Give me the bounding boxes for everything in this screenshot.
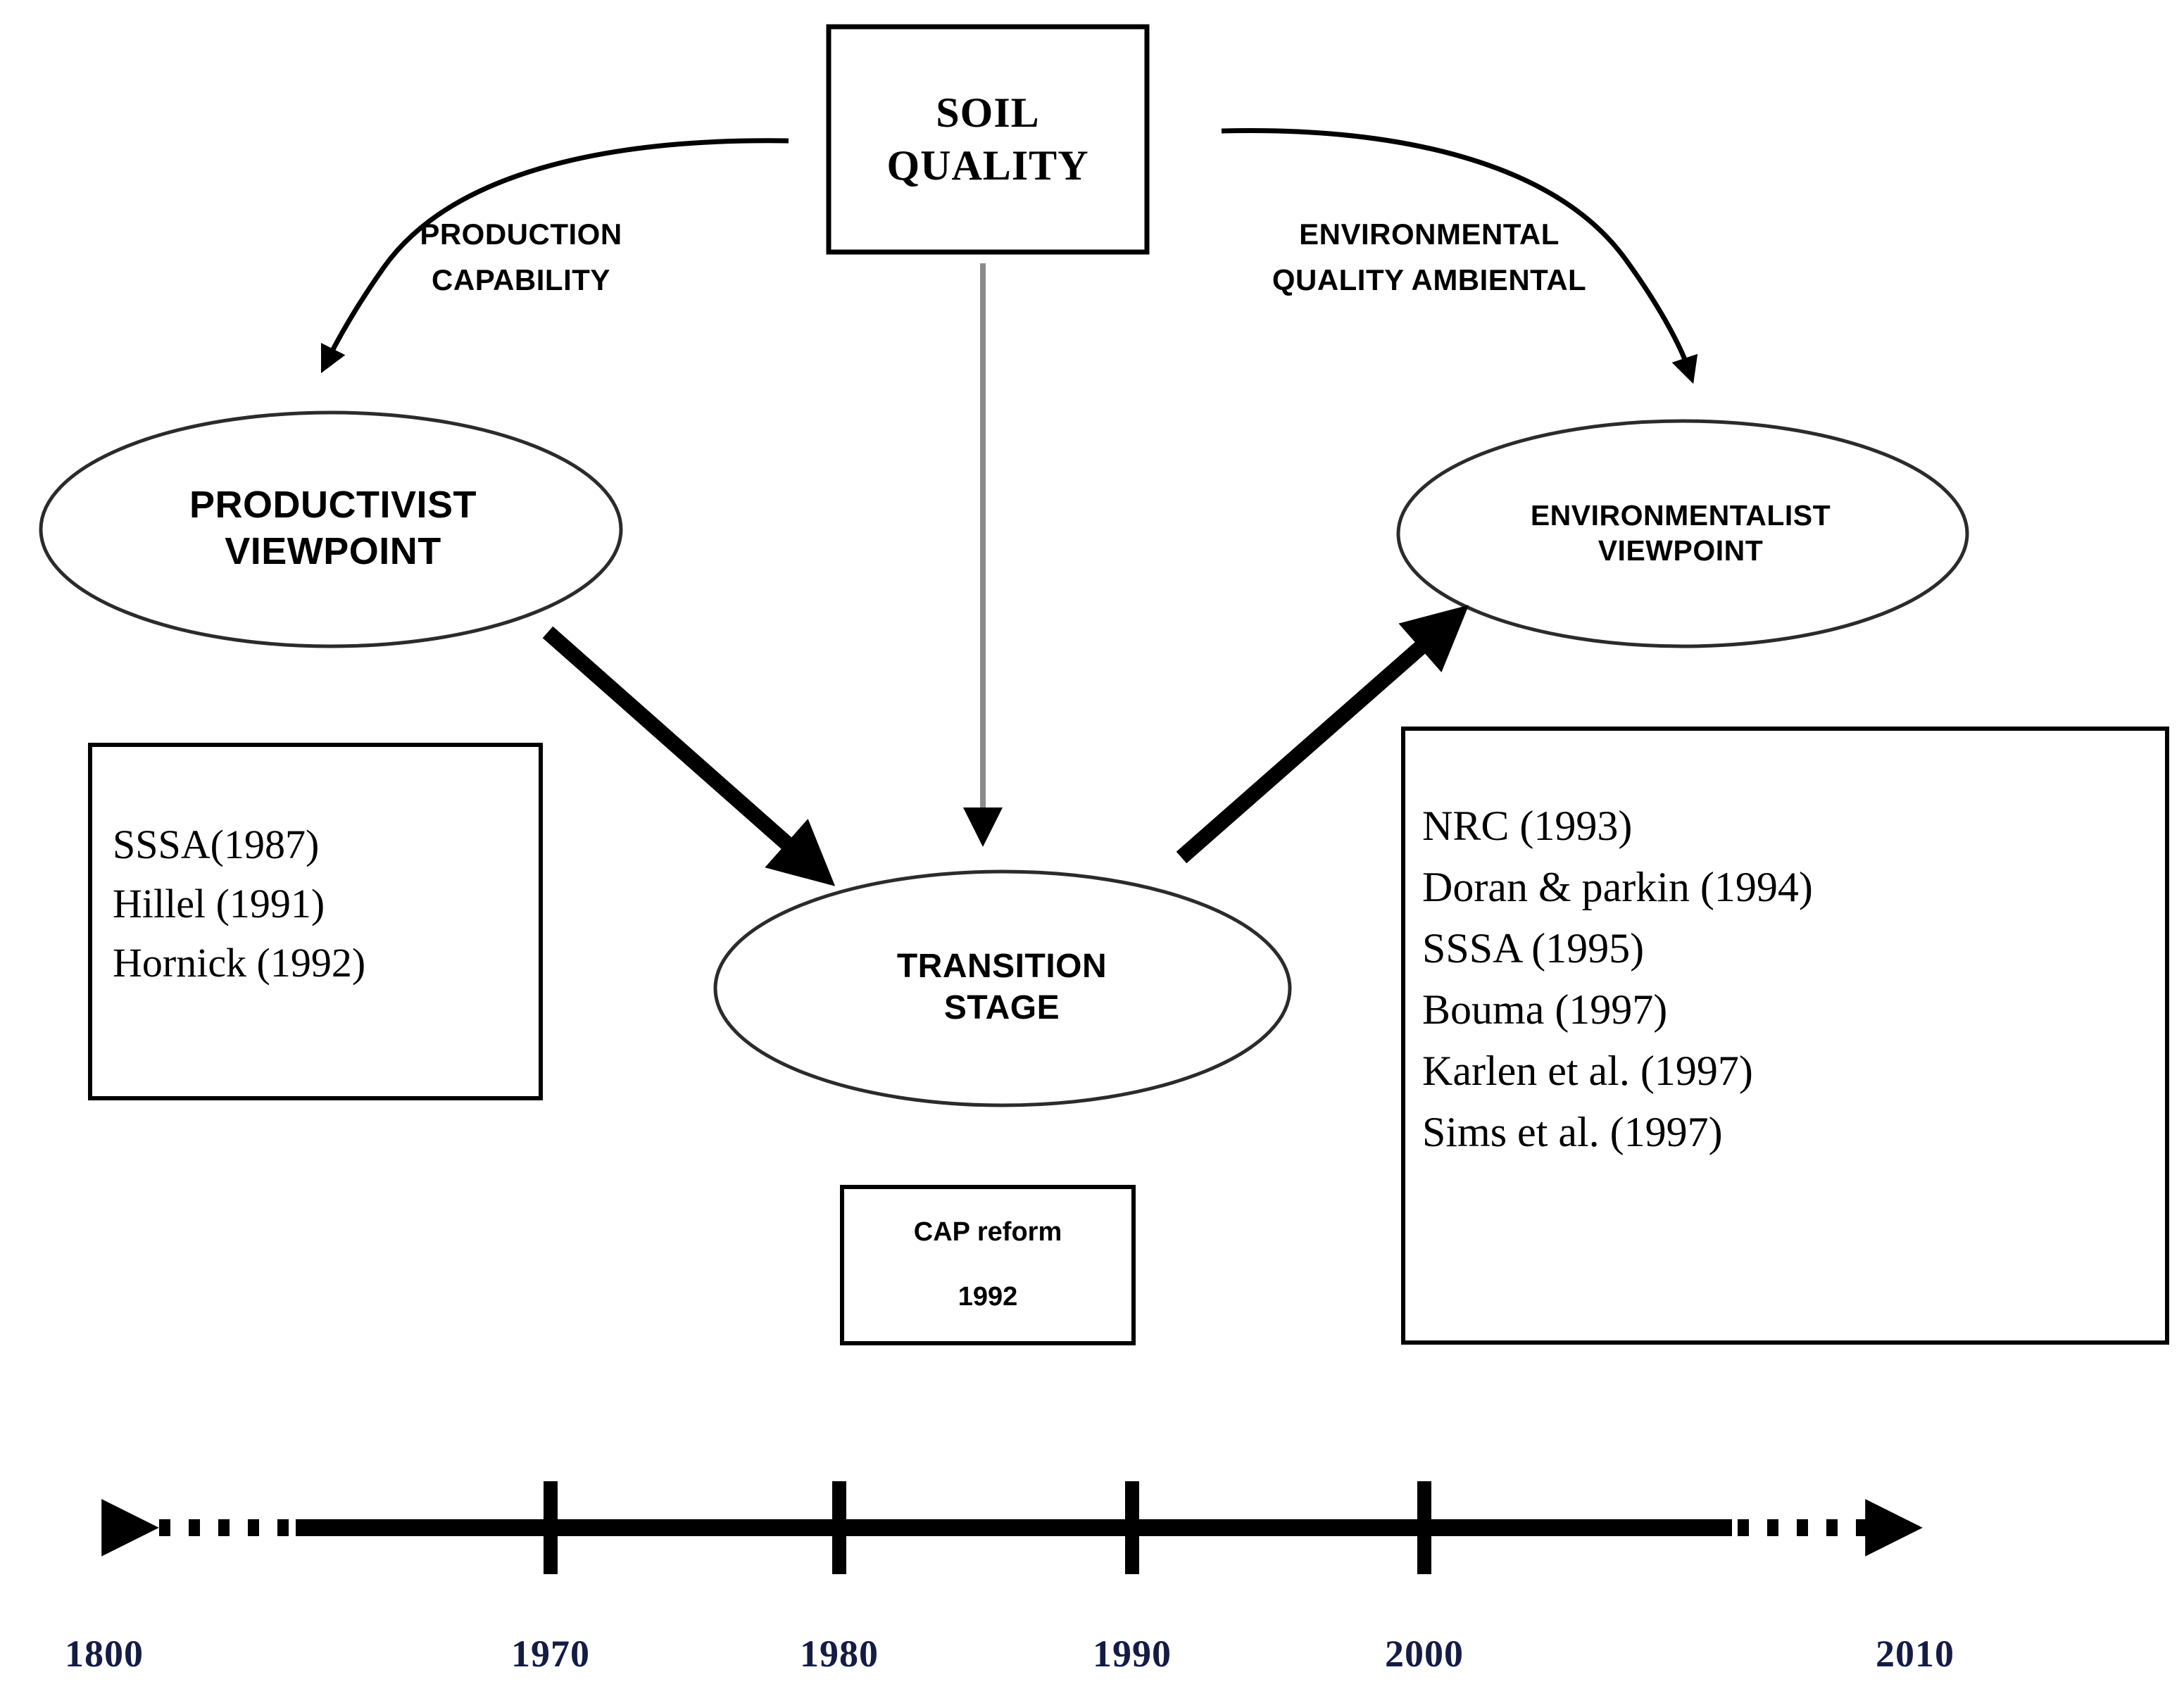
productivist-viewpoint-label: PRODUCTIVIST VIEWPOINT bbox=[41, 413, 625, 645]
soil-quality-title: SOIL QUALITY bbox=[829, 27, 1147, 252]
cap-reform-label: CAP reform 1992 bbox=[842, 1187, 1134, 1343]
productivist-line1: PRODUCTIVIST bbox=[189, 484, 477, 527]
arrow-productivist-to-transition bbox=[542, 626, 836, 886]
transition-line1: TRANSITION bbox=[896, 948, 1107, 986]
list-item: Doran & parkin (1994) bbox=[1422, 864, 1813, 910]
productivist-line2: VIEWPOINT bbox=[225, 530, 441, 572]
soil-quality-line2: QUALITY bbox=[886, 142, 1089, 189]
soil-quality-line1: SOIL bbox=[936, 89, 1040, 136]
timeline-year-1990: 1990 bbox=[1093, 1633, 1172, 1675]
list-item: SSSA(1987) bbox=[113, 822, 320, 867]
transition-line2: STAGE bbox=[943, 989, 1060, 1026]
environmentalist-line1: ENVIRONMENTALIST bbox=[1530, 498, 1831, 532]
list-item: Karlen et al. (1997) bbox=[1422, 1048, 1753, 1094]
timeline-year-1800: 1800 bbox=[65, 1633, 144, 1675]
branch-label-production-capability: PRODUCTION CAPABILITY bbox=[420, 218, 622, 297]
list-item: Sims et al. (1997) bbox=[1422, 1109, 1723, 1155]
cap-reform-line2: 1992 bbox=[958, 1282, 1018, 1312]
list-item: Hillel (1991) bbox=[113, 881, 325, 927]
arrow-transition-to-environmentalist bbox=[1176, 605, 1469, 864]
cap-reform-line1: CAP reform bbox=[913, 1217, 1062, 1248]
list-item: Hornick (1992) bbox=[113, 940, 366, 986]
list-item: Bouma (1997) bbox=[1422, 986, 1668, 1033]
environmentalist-viewpoint-label: ENVIRONMENTALIST VIEWPOINT bbox=[1395, 421, 1966, 645]
transition-stage-label: TRANSITION STAGE bbox=[713, 872, 1291, 1104]
references-left-list: SSSA(1987) Hillel (1991) Hornick (1992) bbox=[113, 815, 365, 993]
timeline-year-2010: 2010 bbox=[1876, 1633, 1954, 1675]
list-item: SSSA (1995) bbox=[1422, 925, 1645, 972]
list-item: NRC (1993) bbox=[1422, 803, 1633, 849]
branch-label-environmental-quality: ENVIRONMENTAL QUALITY AMBIENTAL bbox=[1272, 218, 1587, 297]
environmentalist-line2: VIEWPOINT bbox=[1598, 534, 1764, 567]
timeline-year-2000: 2000 bbox=[1385, 1633, 1464, 1675]
timeline-year-1980: 1980 bbox=[800, 1633, 879, 1675]
timeline-year-1970: 1970 bbox=[511, 1633, 590, 1675]
references-right-list: NRC (1993) Doran & parkin (1994) SSSA (1… bbox=[1422, 796, 1813, 1163]
